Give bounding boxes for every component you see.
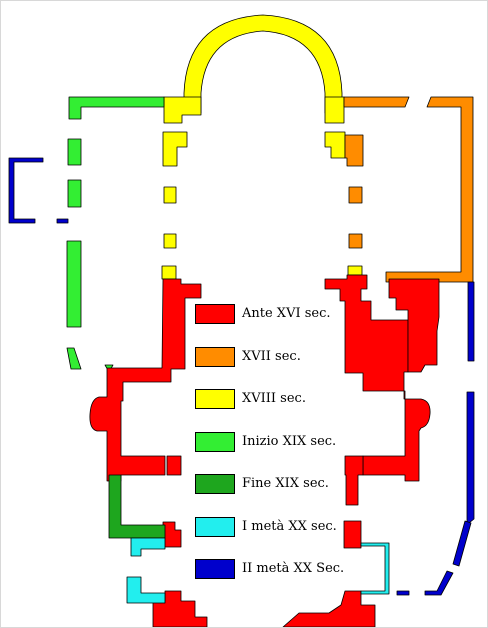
- legend-item-xviii: XVIII sec.: [195, 389, 345, 432]
- legend-swatch: [195, 431, 235, 452]
- left-annex-stub: [56, 218, 69, 224]
- nave-pier-left-4: [161, 265, 177, 280]
- legend-swatch: [195, 346, 235, 367]
- right-transept-wall: [324, 274, 431, 482]
- left-entrance-pier: [162, 521, 182, 548]
- period-fine-xix-elements: [108, 474, 166, 539]
- period-inizio-xix-elements: [66, 96, 165, 373]
- legend-item-inizio-xix: Inizio XIX sec.: [195, 431, 345, 475]
- period-ante-xvi-elements: [89, 274, 440, 627]
- legend-label: Ante XVI sec.: [242, 306, 331, 321]
- period-ii-meta-xx-elements: [8, 157, 475, 596]
- left-wing-wall-4: [66, 347, 82, 370]
- nave-pier-right-1: [324, 131, 346, 159]
- right-outer-wall-lower: [466, 391, 475, 524]
- legend-swatch: [195, 516, 235, 537]
- legend-item-xvii: XVII sec.: [195, 346, 345, 390]
- legend-label: XVII sec.: [242, 348, 301, 364]
- right-pier-2: [348, 186, 363, 204]
- left-chapel-walls: [108, 474, 166, 539]
- left-chapel-cyan: [130, 537, 166, 557]
- apse-wall: [183, 14, 343, 114]
- facade-right: [282, 590, 376, 627]
- nave-pier-right-4: [347, 265, 363, 276]
- right-wing-top-wall: [343, 96, 410, 108]
- legend-item-i-meta-xx: I metà XX sec.: [195, 516, 345, 560]
- legend-label: II metà XX Sec.: [242, 561, 345, 576]
- apse-right-pier: [324, 96, 345, 124]
- legend-label: XVIII sec.: [242, 391, 306, 406]
- right-outer-return: [424, 570, 454, 596]
- period-xvii-elements: [343, 96, 474, 283]
- left-lower-cyan: [126, 576, 166, 604]
- nave-pier-left-2: [163, 186, 177, 204]
- legend-label: I metà XX sec.: [242, 518, 337, 534]
- period-i-meta-xx-elements: [126, 537, 390, 604]
- legend-label: Inizio XIX sec.: [242, 433, 337, 449]
- right-lower-cyan: [360, 542, 390, 595]
- left-transept-pier: [166, 455, 182, 476]
- right-lower-pier: [344, 455, 364, 506]
- nave-pier-left-3: [163, 233, 177, 249]
- legend-item-fine-xix: Fine XIX sec.: [195, 474, 345, 517]
- legend-swatch: [195, 304, 235, 324]
- legend-swatch: [195, 559, 235, 579]
- legend-swatch: [195, 389, 235, 409]
- period-xviii-elements: [161, 14, 363, 280]
- left-wing-top-wall: [68, 96, 165, 120]
- legend-swatch: [195, 474, 235, 494]
- left-wing-wall-3: [66, 240, 82, 328]
- left-transept-wall: [89, 278, 202, 482]
- legend-label: Fine XIX sec.: [242, 476, 329, 491]
- right-entrance-pier: [343, 520, 362, 549]
- right-outer-diagonal: [452, 520, 472, 567]
- left-wing-wall-1: [67, 138, 82, 166]
- left-annex-wall: [8, 157, 44, 224]
- apse-left-pier: [163, 96, 202, 124]
- legend-item-ante-xvi: Ante XVI sec.: [195, 304, 345, 347]
- right-pier-1: [344, 134, 364, 167]
- right-outer-wall-upper: [467, 281, 475, 362]
- right-wing-outer-wall: [385, 96, 474, 283]
- nave-pier-left-1: [162, 131, 188, 167]
- right-pier-3: [348, 233, 363, 249]
- right-lower-stub: [396, 590, 410, 596]
- legend: Ante XVI sec. XVII sec. XVIII sec. Inizi…: [195, 304, 345, 602]
- right-aisle-block: [388, 278, 440, 373]
- left-wing-wall-2: [67, 179, 82, 208]
- legend-item-ii-meta-xx: II metà XX Sec.: [195, 559, 345, 602]
